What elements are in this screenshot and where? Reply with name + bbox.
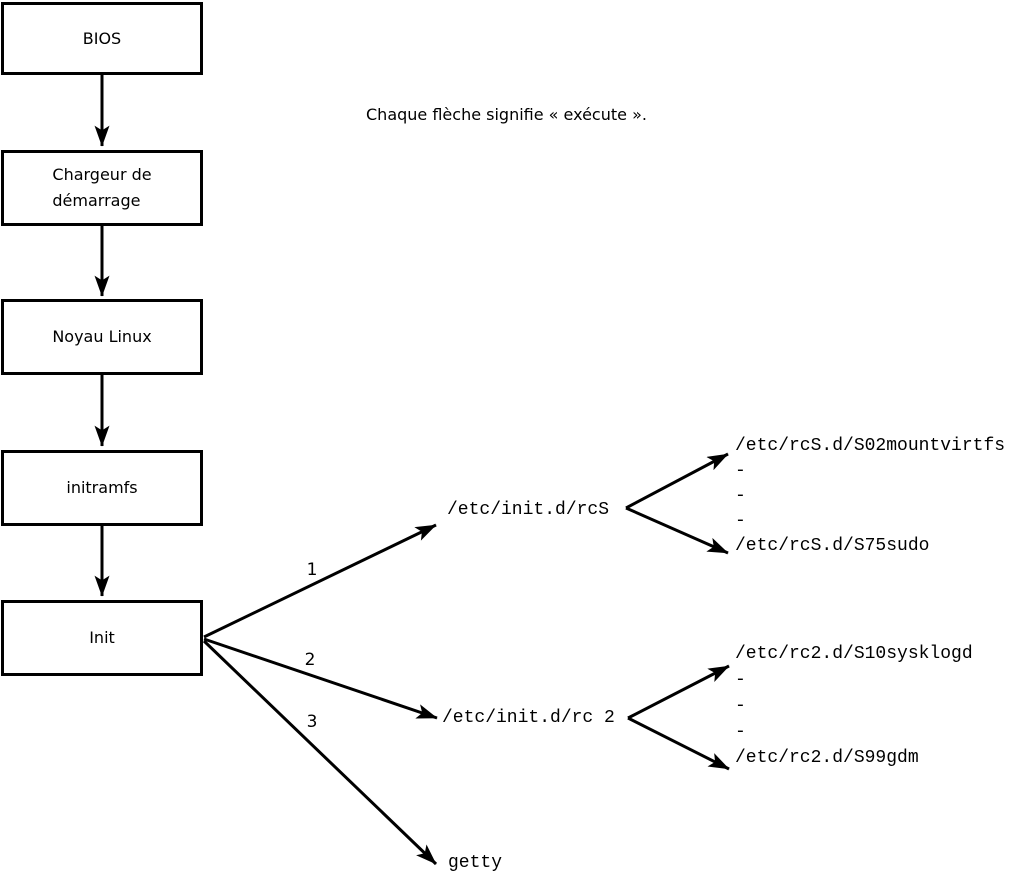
file-list-item: - [735, 696, 746, 716]
rc2-script-list: /etc/rc2.d/S10sysklogd - - - /etc/rc2.d/… [735, 641, 973, 771]
rcs-script-list: /etc/rcS.d/S02mountvirtfs - - - /etc/rcS… [735, 434, 1005, 559]
box-init-label: Init [89, 628, 115, 647]
arrow-rc2-to-s99gdm [627, 716, 730, 771]
box-initramfs: initramfs [1, 450, 203, 526]
arrow-init-to-rc2 [203, 637, 438, 720]
file-list-item: /etc/rc2.d/S99gdm [735, 748, 919, 768]
node-etc-init-d-rcs: /etc/init.d/rcS [447, 500, 610, 520]
box-init: Init [1, 600, 203, 676]
arrow-rcs-to-s75sudo [625, 506, 729, 555]
box-bios-label: BIOS [82, 28, 122, 48]
arrow-init-to-getty [202, 639, 438, 866]
file-list-item: - [735, 486, 746, 506]
arrow-rcs-to-s02mountvirtfs [625, 452, 729, 510]
file-list-item: - [735, 461, 746, 481]
file-list-item: /etc/rc2.d/S10sysklogd [735, 644, 973, 664]
file-list-item: - [735, 670, 746, 690]
box-chargeur-de-demarrage-label: Chargeur de démarrage [52, 165, 152, 210]
file-list-item: /etc/rcS.d/S02mountvirtfs [735, 436, 1006, 456]
box-noyau-linux-label: Noyau Linux [52, 327, 152, 346]
file-list-item: /etc/rcS.d/S75sudo [735, 536, 930, 556]
node-getty: getty [448, 853, 503, 873]
branch-number-3: 3 [306, 712, 318, 732]
box-initramfs-label: initramfs [66, 478, 138, 497]
box-noyau-linux: Noyau Linux [1, 299, 203, 375]
arrow-rc2-to-s10sysklogd [627, 664, 730, 720]
node-etc-init-d-rc2: /etc/init.d/rc 2 [442, 708, 615, 728]
file-list-item: - [735, 722, 746, 742]
branch-number-1: 1 [306, 560, 318, 580]
arrow-init-to-rcs [203, 523, 437, 639]
box-bios: BIOS [1, 2, 203, 75]
branch-number-2: 2 [304, 650, 316, 670]
box-chargeur-de-demarrage: Chargeur de démarrage [1, 150, 203, 226]
diagram-caption: Chaque flèche signifie « exécute ». [366, 105, 647, 124]
file-list-item: - [735, 511, 746, 531]
